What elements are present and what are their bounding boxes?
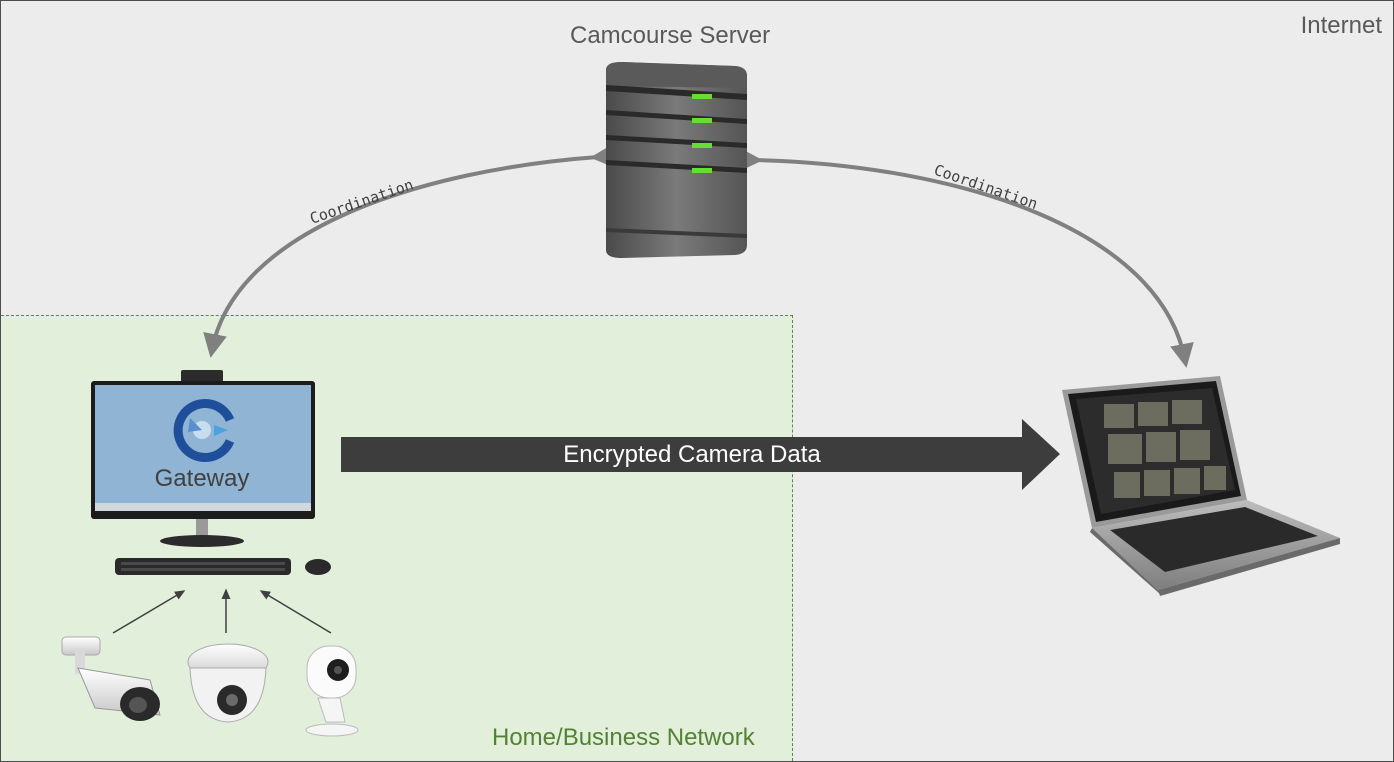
coordination-arrow-left: [203, 143, 615, 358]
encrypted-data-label: Encrypted Camera Data: [563, 441, 821, 468]
laptop-icon: [1062, 376, 1340, 596]
encrypted-data-arrow: [341, 419, 1060, 490]
gateway-logo-icon: [173, 399, 235, 462]
server-led: [692, 94, 712, 99]
server-tower-icon: [606, 62, 747, 258]
bullet-camera-icon: [61, 636, 161, 721]
indoor-camera-icon: [305, 645, 359, 737]
coordination-arrow-right: [738, 147, 1194, 368]
server-led: [692, 143, 712, 148]
gateway-label: Gateway: [155, 465, 250, 492]
server-label: Camcourse Server: [570, 22, 771, 49]
coordination-label-left: Coordination: [307, 175, 415, 227]
mouse-icon: [305, 559, 331, 575]
dome-camera-icon: [187, 643, 269, 723]
server-led: [692, 118, 712, 123]
camera-feed-arrow: [112, 590, 186, 634]
coordination-label-right: Coordination: [932, 161, 1040, 213]
camera-feed-arrow: [259, 590, 332, 634]
keyboard-icon: [115, 558, 291, 575]
internet-label: Internet: [1300, 12, 1382, 39]
server-led: [692, 168, 712, 173]
network-label: Home/Business Network: [492, 724, 755, 751]
desktop-monitor-icon: Gateway: [91, 370, 315, 547]
